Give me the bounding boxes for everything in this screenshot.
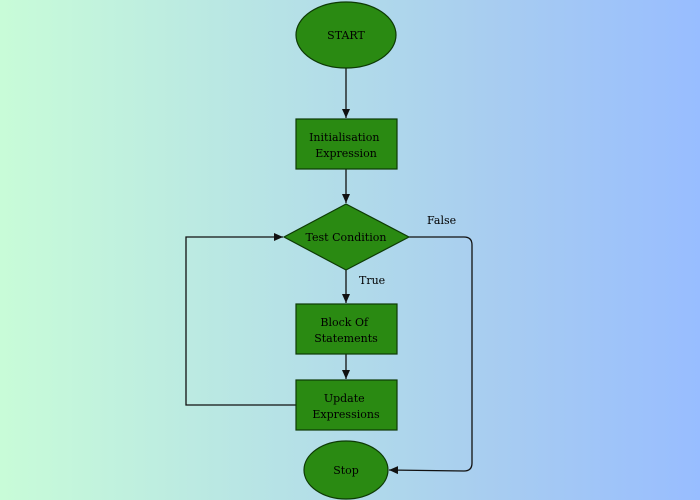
false-label: False bbox=[427, 214, 456, 227]
stop-label: Stop bbox=[333, 464, 359, 477]
true-label: True bbox=[359, 274, 385, 287]
svg-text:Update Expressions: Update Expressions bbox=[312, 392, 380, 421]
svg-text:Initialisation Expressio: Initialisation Expression bbox=[309, 131, 383, 160]
initialisation-node: Initialisation Expression bbox=[295, 118, 398, 170]
stop-node: Stop bbox=[303, 440, 389, 500]
update-expressions-node: Update Expressions bbox=[295, 379, 398, 431]
svg-text:Block Of Statements: Block Of Statements bbox=[314, 316, 378, 345]
update-label-line2: Expressions bbox=[312, 408, 380, 421]
edge-update-loop-back bbox=[185, 233, 296, 406]
initialisation-label-line2: Expression bbox=[315, 147, 377, 160]
update-label-line1: Update bbox=[324, 392, 365, 405]
start-label: START bbox=[327, 29, 365, 42]
block-of-statements-node: Block Of Statements bbox=[295, 303, 398, 355]
edge-test-false-to-stop bbox=[388, 236, 473, 475]
test-condition-node: Test Condition bbox=[282, 203, 411, 271]
block-label-line1: Block Of bbox=[320, 316, 369, 329]
start-node: START bbox=[295, 1, 397, 69]
block-label-line2: Statements bbox=[314, 332, 378, 345]
initialisation-label-line1: Initialisation bbox=[309, 131, 379, 144]
test-condition-label: Test Condition bbox=[306, 231, 387, 244]
edges bbox=[185, 68, 473, 475]
